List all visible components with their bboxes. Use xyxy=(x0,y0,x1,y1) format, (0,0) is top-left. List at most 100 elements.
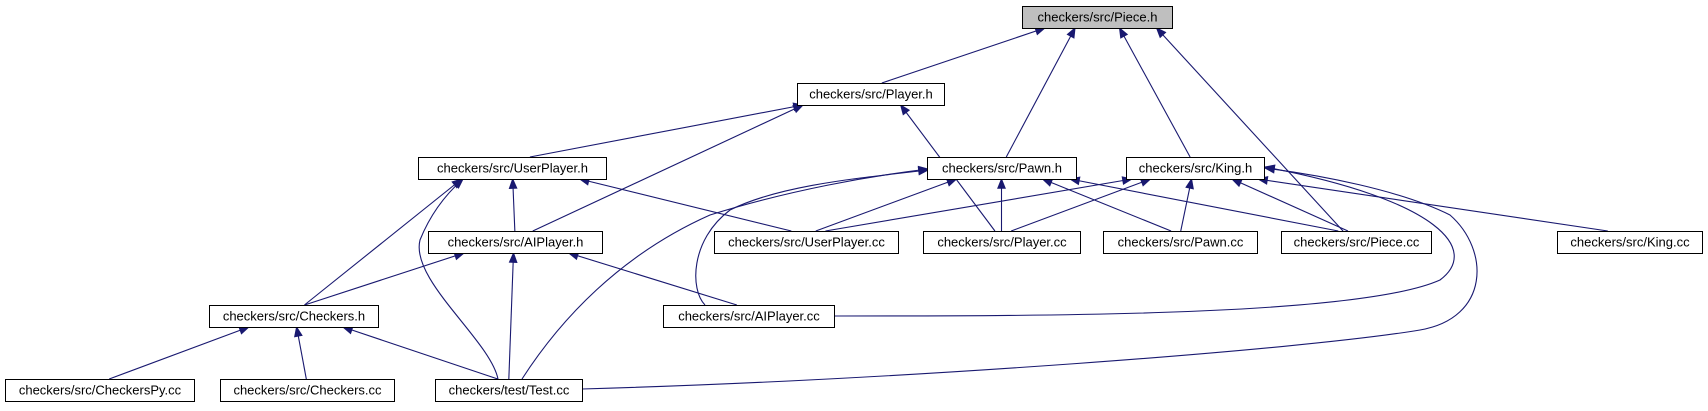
node-label: checkers/src/AIPlayer.h xyxy=(448,235,584,250)
edge-line xyxy=(833,166,1455,317)
edge-arrowhead xyxy=(1185,177,1194,190)
node-box[interactable] xyxy=(428,231,603,254)
node-aiplayer-cc[interactable]: checkers/src/AIPlayer.cc xyxy=(663,305,835,328)
edge-line xyxy=(1231,178,1349,232)
edge-king_h-to-king_cc xyxy=(1256,176,1608,232)
edge-line xyxy=(568,252,737,306)
node-king-cc[interactable]: checkers/src/King.cc xyxy=(1557,231,1703,254)
node-aiplayer-h[interactable]: checkers/src/AIPlayer.h xyxy=(428,231,603,254)
edge-line xyxy=(1119,27,1191,158)
node-pawn-h[interactable]: checkers/src/Pawn.h xyxy=(927,157,1077,180)
node-checkers-h[interactable]: checkers/src/Checkers.h xyxy=(209,305,379,328)
edge-line xyxy=(825,178,1133,232)
edge-king_h-to-pawn_cc xyxy=(1180,177,1194,232)
node-checkers-cc[interactable]: checkers/src/Checkers.cc xyxy=(220,379,395,402)
edge-checkers_h-to-checkers_cc xyxy=(294,325,307,380)
node-label: checkers/src/King.h xyxy=(1139,161,1252,176)
edge-line xyxy=(881,27,1046,84)
node-test-cc[interactable]: checkers/test/Test.cc xyxy=(435,379,583,402)
edge-aiplayer_h-to-aiplayer_cc xyxy=(567,251,737,306)
edge-line xyxy=(581,167,1478,390)
edge-arrowhead xyxy=(997,177,1006,189)
edge-king_h-to-userplayer_cc xyxy=(825,176,1134,232)
edge-userplayer_h-to-test_cc xyxy=(418,178,499,380)
node-box[interactable] xyxy=(418,157,607,180)
node-label: checkers/src/Checkers.h xyxy=(223,309,365,324)
edge-pawn_h-to-userplayer_cc xyxy=(815,178,958,232)
edge-userplayer_h-to-aiplayer_h xyxy=(508,177,518,232)
node-userplayer-h[interactable]: checkers/src/UserPlayer.h xyxy=(418,157,607,180)
node-piece-h[interactable]: checkers/src/Piece.h xyxy=(1022,6,1173,29)
edge-piece_h-to-king_h xyxy=(1118,26,1191,158)
node-box[interactable] xyxy=(1022,6,1173,29)
edge-line xyxy=(815,178,957,232)
nodes-layer: checkers/src/Piece.h checkers/src/Player.… xyxy=(5,6,1703,402)
edge-arrowhead xyxy=(1066,26,1076,39)
edge-aiplayer_h-to-test_cc xyxy=(508,251,518,380)
node-player-h[interactable]: checkers/src/Player.h xyxy=(797,83,945,106)
edge-line xyxy=(579,178,792,232)
edge-line xyxy=(529,104,804,158)
edge-piece_h-to-piece_cc xyxy=(1155,27,1344,232)
node-box[interactable] xyxy=(923,231,1081,254)
edge-piece_h-to-pawn_h xyxy=(1005,26,1076,158)
edge-checkers_h-to-test_cc xyxy=(341,325,498,380)
node-box[interactable] xyxy=(1103,231,1258,254)
node-label: checkers/src/CheckersPy.cc xyxy=(19,383,182,398)
node-label: checkers/src/Pawn.h xyxy=(942,161,1062,176)
edge-king_h-to-player_cc xyxy=(1010,178,1152,232)
node-checkerspy-cc[interactable]: checkers/src/CheckersPy.cc xyxy=(5,379,195,402)
edge-king_h-to-test_cc xyxy=(581,164,1478,390)
node-label: checkers/src/AIPlayer.cc xyxy=(678,309,820,324)
node-box[interactable] xyxy=(220,379,395,402)
edge-arrowhead xyxy=(792,104,805,114)
edge-king_h-to-piece_cc xyxy=(1230,178,1349,232)
node-label: checkers/src/Player.h xyxy=(809,87,933,102)
node-box[interactable] xyxy=(797,83,945,106)
node-label: checkers/src/Player.cc xyxy=(937,235,1067,250)
edge-arrowhead xyxy=(452,178,465,189)
node-pawn-cc[interactable]: checkers/src/Pawn.cc xyxy=(1103,231,1258,254)
node-label: checkers/src/UserPlayer.h xyxy=(437,161,588,176)
edge-line xyxy=(1257,178,1608,232)
edge-line xyxy=(532,104,804,232)
node-box[interactable] xyxy=(663,305,835,328)
node-king-h[interactable]: checkers/src/King.h xyxy=(1126,157,1265,180)
edge-line xyxy=(109,326,250,380)
edge-arrowhead xyxy=(1041,178,1054,187)
node-box[interactable] xyxy=(209,305,379,328)
edge-player_h-to-userplayer_h xyxy=(529,102,805,158)
node-box[interactable] xyxy=(5,379,195,402)
node-label: checkers/test/Test.cc xyxy=(449,383,570,398)
edges-layer xyxy=(109,26,1608,390)
edge-line xyxy=(1005,27,1076,158)
node-box[interactable] xyxy=(435,379,583,402)
edge-arrowhead xyxy=(508,251,518,263)
node-player-cc[interactable]: checkers/src/Player.cc xyxy=(923,231,1081,254)
node-userplayer-cc[interactable]: checkers/src/UserPlayer.cc xyxy=(714,231,899,254)
edge-line xyxy=(418,178,499,380)
node-box[interactable] xyxy=(1281,231,1432,254)
node-box[interactable] xyxy=(1557,231,1703,254)
node-box[interactable] xyxy=(927,157,1077,180)
edge-checkers_h-to-checkerspy_cc xyxy=(109,326,251,380)
edge-userplayer_h-to-userplayer_cc xyxy=(578,177,792,232)
node-label: checkers/src/Piece.cc xyxy=(1294,235,1420,250)
edge-line xyxy=(521,168,929,380)
node-piece-cc[interactable]: checkers/src/Piece.cc xyxy=(1281,231,1432,254)
edge-piece_h-to-player_h xyxy=(881,26,1047,84)
edge-line xyxy=(1156,27,1344,232)
edge-line xyxy=(508,252,515,380)
node-box[interactable] xyxy=(1126,157,1265,180)
edge-pawn_h-to-pawn_cc xyxy=(1041,178,1172,232)
edge-arrowhead xyxy=(899,103,911,116)
edge-line xyxy=(1042,178,1172,232)
edge-line xyxy=(304,252,465,306)
node-box[interactable] xyxy=(714,231,899,254)
edge-arrowhead xyxy=(294,325,303,338)
edge-pawn_h-to-test_cc xyxy=(521,165,930,380)
edge-player_h-to-aiplayer_h xyxy=(532,104,805,232)
edge-line xyxy=(304,178,463,306)
node-label: checkers/src/UserPlayer.cc xyxy=(728,235,885,250)
